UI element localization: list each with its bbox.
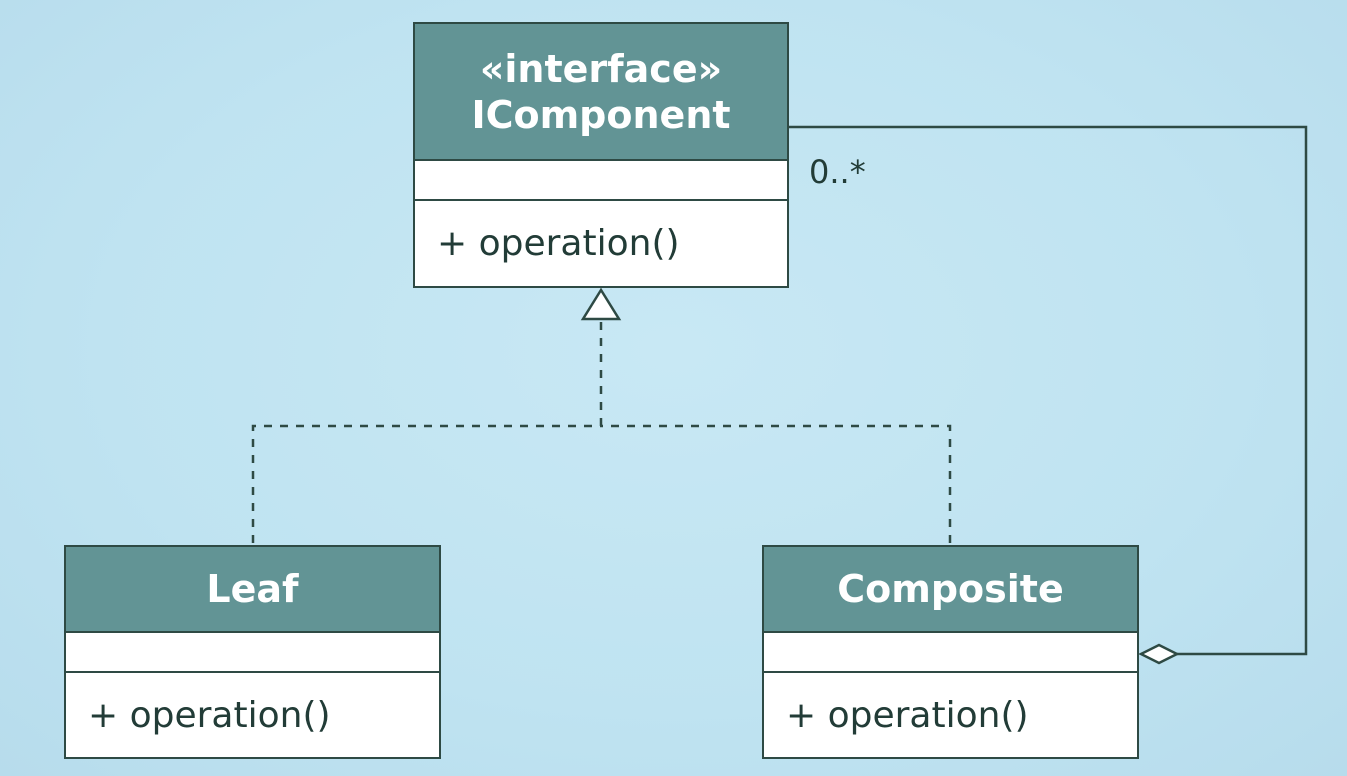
aggregation-multiplicity: 0..* [809,153,866,191]
class-composite-operations: + operation() [764,673,1137,757]
class-leaf-operations: + operation() [66,673,439,757]
class-composite-attributes [764,633,1137,673]
class-composite-name: Composite [837,567,1064,611]
aggregation-diamond [1138,643,1180,665]
realization-arrowhead [580,287,622,321]
class-icomponent-name: IComponent [471,92,731,137]
class-leaf-operation: + operation() [88,694,331,736]
class-leaf-name: Leaf [206,567,299,611]
class-icomponent-header: «interface» IComponent [415,24,787,161]
class-composite-operation: + operation() [786,694,1029,736]
class-composite-header: Composite [764,547,1137,633]
class-leaf-attributes [66,633,439,673]
aggregation-line [789,125,1308,656]
class-composite: Composite + operation() [762,545,1139,759]
class-leaf-header: Leaf [66,547,439,633]
realization-line-leaf [251,424,601,543]
class-icomponent-operations: + operation() [415,201,787,286]
class-icomponent-stereotype: «interface» [479,46,723,91]
class-icomponent: «interface» IComponent + operation() [413,22,789,288]
class-icomponent-attributes [415,161,787,201]
class-leaf: Leaf + operation() [64,545,441,759]
class-icomponent-operation: + operation() [437,223,680,264]
realization-line-composite [601,424,952,543]
